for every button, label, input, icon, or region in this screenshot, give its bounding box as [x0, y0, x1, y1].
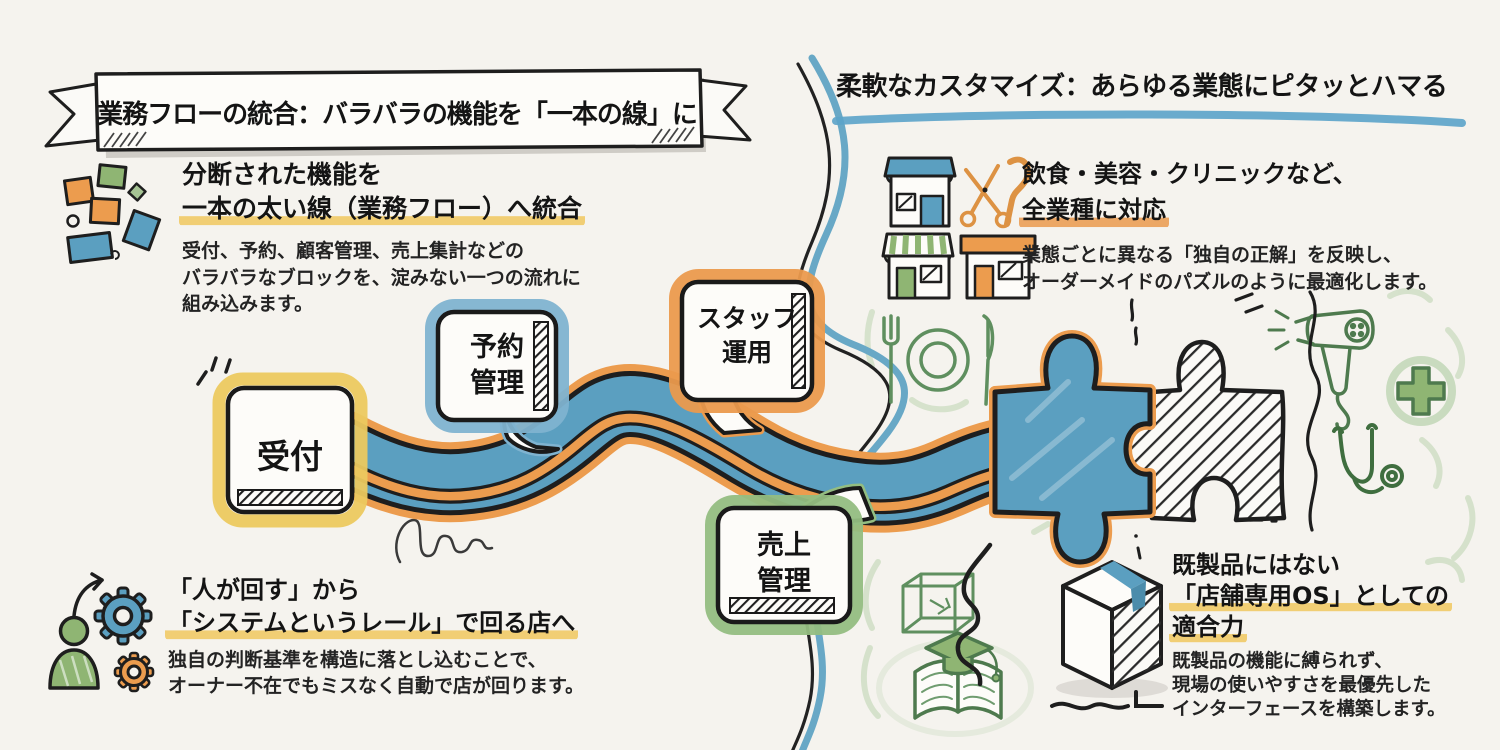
- fit-body: 既製品の機能に縛られず、 現場の使いやすさを最優先した インターフェースを構築し…: [1172, 651, 1446, 720]
- storefront-orange-icon: [959, 234, 1037, 300]
- storefront-green-icon: [881, 232, 955, 300]
- automation-body: 独自の判断基準を構造に落とし込むことで、 オーナー不在でもミスなく自動で店が回り…: [168, 649, 585, 697]
- gear-small-icon: [113, 651, 155, 693]
- industries-body: 業態ごとに異なる「独自の正解」を反映し、 オーダーメイドのパズルのように最適化し…: [1022, 244, 1438, 293]
- dining-plate-icon: [882, 314, 995, 406]
- scissors-comb-icon: [959, 156, 1031, 229]
- sketch-contour-lines: [955, 534, 1164, 711]
- right-section-title: 柔軟なカスタマイズ：あらゆる業態にピタッとハマる: [836, 72, 1448, 102]
- medical-cross-icon: [1386, 356, 1456, 426]
- fit-heading: 既製品にはない 「店舗専用OS」としての 適合力: [1169, 550, 1452, 643]
- flow-ribbon: [302, 363, 1058, 533]
- integration-heading-line1: 分断された機能を: [182, 160, 383, 189]
- gear-icon: [93, 586, 153, 646]
- title-underline-swoosh: [832, 110, 1466, 127]
- left-banner-title: 業務フローの統合：バラバラの機能を「一本の線」に: [97, 100, 698, 130]
- industries-heading: 飲食・美容・クリニックなど、 全業種に対応: [1019, 156, 1357, 228]
- reservation-bubble: [425, 299, 569, 433]
- integration-body: 受付、予約、顧客管理、売上集計などの バラバラなブロックを、淀みない一つの流れに…: [182, 240, 581, 315]
- sales-bubble: [705, 495, 863, 635]
- person-icon: [48, 615, 100, 690]
- node-label-reception: 受付: [257, 437, 323, 476]
- reception-box: [196, 356, 368, 528]
- scattered-blocks-icon: [62, 163, 162, 264]
- graduation-book-icon: [913, 631, 1003, 720]
- puzzle-piece-blue-icon: [989, 330, 1156, 568]
- title-banner-ribbon: [44, 68, 752, 158]
- section-divider-line: [791, 54, 908, 750]
- automation-heading: 「人が回す」から 「システムというレール」で回る店へ: [165, 574, 579, 640]
- signature-squiggle-icon: [395, 518, 494, 564]
- node-label-sales: 売上 管理: [757, 530, 811, 597]
- storefront-blue-icon: [883, 156, 957, 228]
- node-label-staff: スタッフ 運用: [696, 304, 797, 367]
- package-box-icon: [1056, 560, 1168, 698]
- staff-bubble: [669, 269, 825, 413]
- stethoscope-icon: [1332, 423, 1404, 495]
- sparkle-icon: [196, 356, 232, 386]
- node-label-reservation: 予約 管理: [470, 332, 524, 399]
- integration-heading-line2: 一本の太い線（業務フロー）へ統合: [179, 192, 586, 226]
- integration-heading: 分断された機能を 一本の太い線（業務フロー）へ統合: [179, 158, 586, 226]
- cycle-arrow-icon: [72, 572, 104, 618]
